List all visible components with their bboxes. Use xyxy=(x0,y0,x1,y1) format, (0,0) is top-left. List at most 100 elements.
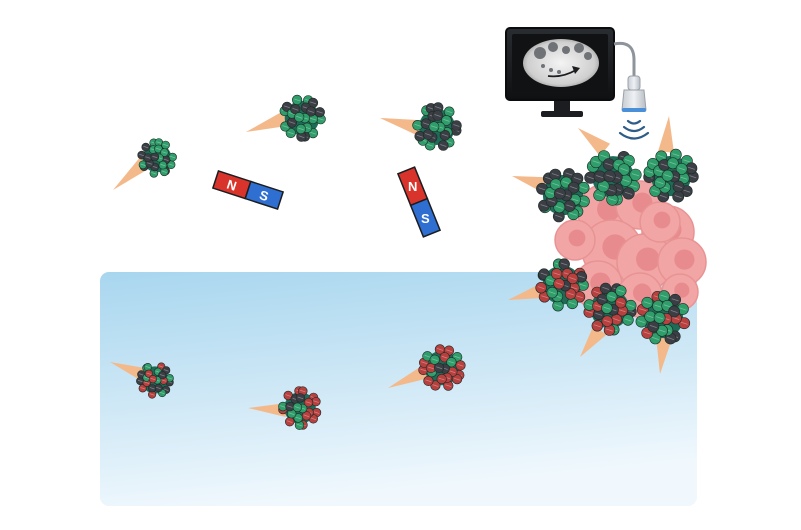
tumor-cell-nucleus xyxy=(636,247,660,271)
magnet-north-label: N xyxy=(408,179,417,194)
ultrasound-particle xyxy=(584,52,592,60)
nanoparticle-highlight xyxy=(144,376,149,379)
nanoparticle-highlight xyxy=(163,369,169,372)
nanoparticle xyxy=(605,291,618,303)
microrobot-cluster-icon xyxy=(584,150,642,206)
nanoparticle-highlight xyxy=(454,377,461,381)
nanoparticle-highlight xyxy=(625,159,633,163)
nanoparticle-highlight xyxy=(586,176,595,180)
nanoparticle-highlight xyxy=(170,155,176,159)
nanoparticle-highlight xyxy=(599,184,608,188)
monitor-neck xyxy=(554,98,570,112)
nanoparticle-highlight xyxy=(593,324,601,328)
nanoparticle xyxy=(295,393,306,403)
nanoparticle xyxy=(446,357,457,368)
nanoparticle xyxy=(615,285,627,297)
nanoparticle-highlight xyxy=(580,199,588,203)
ultrasound-particle xyxy=(557,70,561,74)
nanoparticle-highlight xyxy=(152,165,158,169)
nanoparticle-highlight xyxy=(594,304,602,308)
nanoparticle xyxy=(451,120,462,131)
nanoparticle-highlight xyxy=(660,163,668,167)
nanoparticle xyxy=(675,162,688,175)
nanoparticle-highlight xyxy=(426,143,434,147)
nanoparticle-highlight xyxy=(608,295,616,299)
nanoparticle-highlight xyxy=(317,117,324,121)
nanoparticle xyxy=(285,127,296,139)
nanoparticle-highlight xyxy=(540,272,548,276)
nanoparticle-highlight xyxy=(560,262,568,266)
nanoparticle-highlight xyxy=(639,308,647,312)
nanoparticle-highlight xyxy=(445,349,453,352)
nanoparticle-highlight xyxy=(660,294,668,298)
nanoparticle xyxy=(603,170,616,183)
nanoparticle-highlight xyxy=(602,286,610,290)
nanoparticle xyxy=(622,187,635,200)
nanoparticle xyxy=(150,152,160,162)
nanoparticle-highlight xyxy=(448,360,455,364)
nanoparticle-highlight xyxy=(139,153,145,157)
nanoparticle-highlight xyxy=(562,181,570,184)
nanoparticle-highlight xyxy=(687,166,695,170)
nanoparticle xyxy=(148,375,157,384)
microrobot-cluster-icon xyxy=(412,102,462,151)
nanoparticle xyxy=(305,106,317,117)
nanoparticle-highlight xyxy=(298,135,305,139)
nanoparticle-highlight xyxy=(283,105,290,109)
nanoparticle-highlight xyxy=(606,328,613,332)
nanoparticle-highlight xyxy=(288,412,295,415)
ultrasound-wave-icon xyxy=(618,119,650,140)
nanoparticle-highlight xyxy=(138,373,144,376)
nanoparticle xyxy=(672,180,685,193)
ultrasound-particle xyxy=(534,47,546,59)
nanoparticle-highlight xyxy=(585,310,593,314)
nanoparticle-highlight xyxy=(158,365,164,368)
nanoparticle-highlight xyxy=(303,414,310,418)
nanoparticle-highlight xyxy=(147,162,153,165)
nanoparticle-highlight xyxy=(577,275,585,279)
microrobot-cluster-icon xyxy=(583,282,637,336)
monitor-stand xyxy=(541,111,583,117)
nanoparticle-highlight xyxy=(666,337,675,340)
nanoparticle-highlight xyxy=(643,331,651,335)
nanoparticle-highlight xyxy=(168,163,174,166)
nanoparticle-highlight xyxy=(286,420,293,423)
nanoparticle xyxy=(294,112,305,123)
nanoparticle-highlight xyxy=(627,304,635,308)
nanoparticle-highlight xyxy=(646,315,654,319)
nanoparticle xyxy=(653,311,666,324)
nanoparticle-highlight xyxy=(414,123,421,127)
microrobot-tail xyxy=(656,337,672,374)
nanoparticle-highlight xyxy=(307,110,314,113)
nanoparticle-highlight xyxy=(297,127,304,131)
nanoparticle-highlight xyxy=(152,155,158,159)
nanoparticle-highlight xyxy=(646,170,654,174)
nanoparticle-highlight xyxy=(552,182,560,186)
nanoparticle-highlight xyxy=(613,318,620,322)
nanoparticle-highlight xyxy=(438,377,445,381)
nanoparticle-highlight xyxy=(674,195,682,199)
nanoparticle-highlight xyxy=(420,368,427,372)
nanoparticle-highlight xyxy=(671,298,679,302)
microrobot-cluster-icon xyxy=(535,258,589,312)
nanoparticle-highlight xyxy=(280,405,286,408)
microrobot-cluster-icon xyxy=(136,362,174,399)
probe-cable xyxy=(613,41,636,78)
nanoparticle-highlight xyxy=(294,406,301,409)
nanoparticle-highlight xyxy=(140,387,146,390)
nanoparticle-highlight xyxy=(155,147,161,151)
nanoparticle-highlight xyxy=(556,192,564,196)
tumor-cell-nucleus xyxy=(674,282,690,298)
nanoparticle-highlight xyxy=(163,388,169,391)
nanoparticle-highlight xyxy=(683,159,691,163)
nanoparticle-highlight xyxy=(683,189,691,193)
trajectory-arrowhead xyxy=(572,66,580,74)
nanoparticle xyxy=(452,374,463,385)
microrobot-cluster-icon xyxy=(418,344,466,391)
probe-tip xyxy=(622,108,646,112)
nanoparticle-highlight xyxy=(657,154,665,158)
nanoparticle-highlight xyxy=(598,297,606,301)
tumor-cell-nucleus xyxy=(568,229,586,247)
wave-arc xyxy=(626,119,642,125)
nanoparticle-highlight xyxy=(431,358,438,362)
